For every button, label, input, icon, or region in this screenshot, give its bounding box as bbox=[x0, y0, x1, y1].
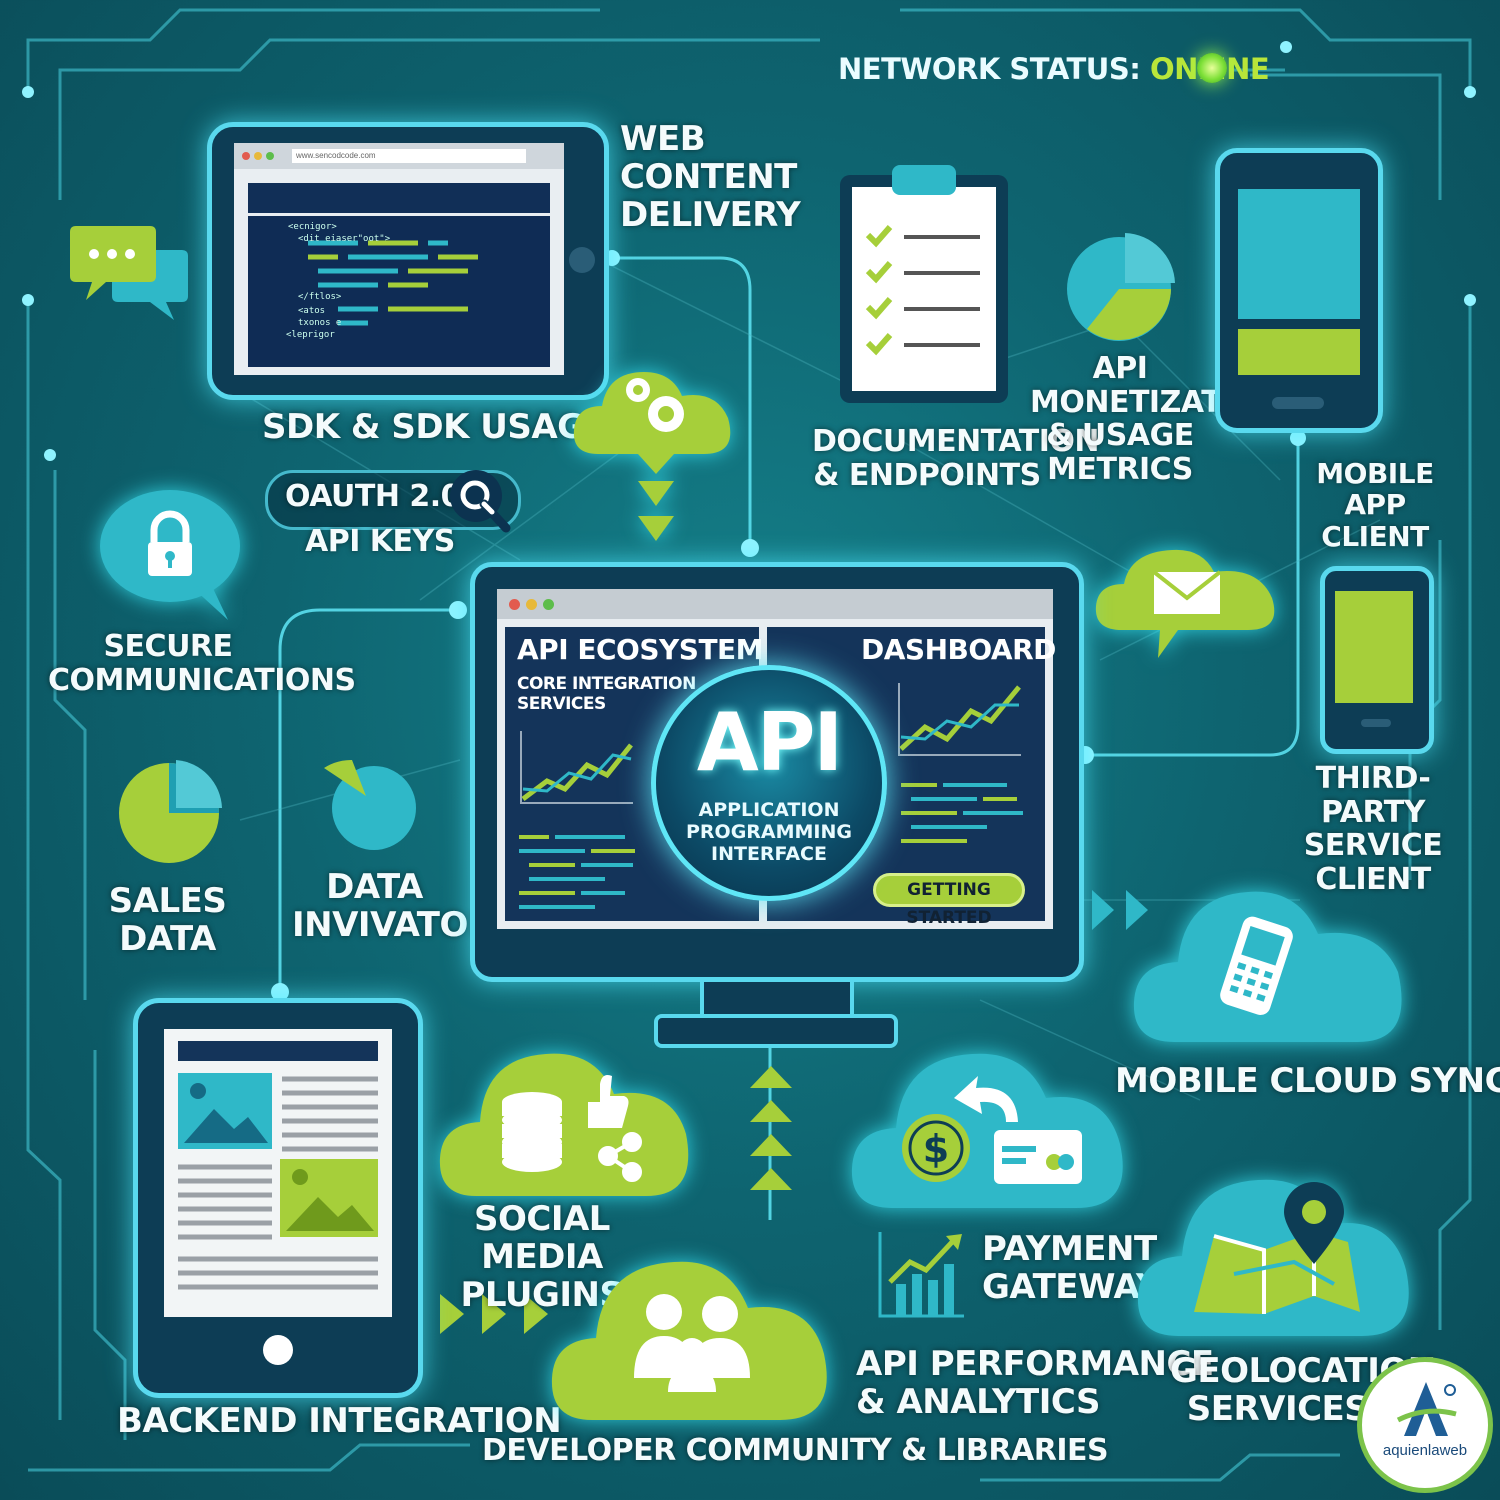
panel-subtitle-core-services: CORE INTEGRATION SERVICES bbox=[517, 674, 696, 714]
getting-started-button[interactable]: GETTING STARTED bbox=[873, 873, 1025, 928]
code-line-3: </ftlos> bbox=[298, 292, 342, 302]
dashboard-titlebar bbox=[497, 589, 1053, 619]
api-orb-title: API bbox=[696, 696, 843, 789]
maximize-dot-icon[interactable] bbox=[543, 599, 554, 610]
label-mobile-cloud-sync: MOBILE CLOUD SYNC bbox=[1115, 1061, 1500, 1101]
sales-pie-icon bbox=[119, 760, 222, 863]
api-orb: API APPLICATION PROGRAMMING INTERFACE bbox=[651, 665, 887, 901]
label-api-performance: API PERFORMANCE & ANALYTICS bbox=[856, 1344, 1214, 1423]
code-line-4: <atos bbox=[298, 306, 325, 316]
status-led-icon bbox=[1197, 53, 1227, 83]
mobile-cloud-icon bbox=[1133, 891, 1402, 1042]
url-bar[interactable]: www.sencodcode.com bbox=[292, 149, 526, 163]
code-line-1: <ecnigor> bbox=[288, 222, 337, 232]
label-third-party-client: THIRD-PARTY SERVICE CLIENT bbox=[1303, 761, 1443, 897]
backend-tablet bbox=[133, 998, 423, 1398]
growth-chart-icon bbox=[878, 1232, 964, 1318]
invivator-pie-icon bbox=[324, 759, 416, 850]
chat-bubbles-icon bbox=[70, 226, 188, 320]
label-secure-communications: SECURE COMMUNICATIONS bbox=[48, 629, 356, 698]
thumbs-up-icon bbox=[588, 1075, 629, 1128]
browser-toolbar: www.sencodcode.com bbox=[234, 143, 564, 169]
logo-mark-icon bbox=[1396, 1382, 1457, 1436]
label-sdk-usage: SDK & SDK USAGE bbox=[262, 407, 608, 447]
code-line-5: txonos e bbox=[298, 318, 341, 328]
line-chart-right bbox=[898, 683, 1021, 756]
network-status-label: NETWORK STATUS: bbox=[838, 52, 1141, 86]
svg-text:$: $ bbox=[923, 1127, 949, 1171]
label-developer-community: DEVELOPER COMMUNITY & LIBRARIES bbox=[482, 1433, 1109, 1468]
label-geolocation-services: GEOLOCATION SERVICES bbox=[1170, 1351, 1436, 1430]
code-snippet-left bbox=[519, 835, 635, 909]
code-line-6: <leprigor bbox=[286, 330, 335, 340]
label-sales-data: SALES DATA bbox=[108, 881, 227, 960]
central-monitor: API ECOSYSTEM CORE INTEGRATION SERVICES … bbox=[470, 562, 1084, 982]
monitor-stand bbox=[654, 1014, 898, 1048]
code-lines-graphic: <ecnigor> <dit eiaser"oot"> </ftlos> <at… bbox=[286, 222, 478, 340]
label-payment-gateway: PAYMENT GATEWAY bbox=[982, 1229, 1161, 1308]
third-party-phone bbox=[1320, 566, 1434, 754]
label-mobile-app-client: MOBILE APP CLIENT bbox=[1316, 457, 1434, 553]
search-icon[interactable] bbox=[448, 470, 518, 540]
panel-title-dashboard: DASHBOARD bbox=[861, 633, 1056, 666]
lock-bubble-icon bbox=[100, 490, 240, 620]
logo-text: aquienlaweb bbox=[1382, 1442, 1468, 1459]
brand-logo[interactable]: aquienlaweb bbox=[1357, 1357, 1493, 1493]
image-placeholder-icon bbox=[280, 1159, 378, 1237]
tablet-home-button bbox=[569, 247, 595, 273]
label-api-monetization: API MONETIZATION & USAGE METRICS bbox=[1030, 351, 1282, 487]
code-snippet-right bbox=[901, 783, 1023, 843]
label-backend-integration: BACKEND INTEGRATION bbox=[117, 1401, 562, 1441]
map-cloud-icon bbox=[1137, 1179, 1409, 1336]
gear-cloud-icon bbox=[573, 372, 731, 541]
sdk-tablet: www.sencodcode.com <ecnigor> <dit eiaser… bbox=[207, 122, 609, 400]
clipboard-checklist-icon bbox=[840, 165, 1008, 403]
code-editor: <ecnigor> <dit eiaser"oot"> </ftlos> <at… bbox=[248, 183, 550, 367]
api-orb-subtitle: APPLICATION PROGRAMMING INTERFACE bbox=[685, 799, 853, 865]
community-cloud-icon bbox=[551, 1261, 827, 1420]
mobile-app-phone bbox=[1215, 148, 1383, 433]
payment-cloud-icon: $ bbox=[851, 1053, 1123, 1208]
dashboard-screen: API ECOSYSTEM CORE INTEGRATION SERVICES … bbox=[497, 589, 1056, 929]
sdk-tablet-screen: www.sencodcode.com <ecnigor> <dit eiaser… bbox=[234, 143, 564, 375]
arrow-right-green-icon bbox=[440, 1294, 548, 1334]
label-data-invivator: DATA INVIVATOR bbox=[292, 867, 494, 946]
minimize-dot-icon[interactable] bbox=[526, 599, 537, 610]
minimize-dot-icon bbox=[254, 152, 262, 160]
maximize-dot-icon bbox=[266, 152, 274, 160]
label-oauth: OAUTH 2.0 / bbox=[285, 479, 482, 514]
panel-title-api-ecosystem: API ECOSYSTEM bbox=[517, 633, 764, 666]
social-cloud-icon bbox=[439, 1053, 689, 1196]
label-social-media-plugins: SOCIAL MEDIA PLUGINS bbox=[460, 1199, 624, 1316]
label-documentation-endpoints: DOCUMENTATION & ENDPOINTS bbox=[812, 424, 1100, 493]
line-chart-left bbox=[520, 731, 633, 804]
label-web-content-delivery: WEB CONTENT DELIVERY bbox=[620, 119, 801, 236]
code-line-2: <dit eiaser"oot"> bbox=[298, 234, 391, 244]
arrow-up-icon bbox=[750, 1066, 792, 1190]
tablet-home-button bbox=[263, 1335, 293, 1365]
close-dot-icon bbox=[242, 152, 250, 160]
arrow-right-icon bbox=[1092, 890, 1148, 930]
label-api-keys: API KEYS bbox=[305, 524, 455, 559]
image-placeholder-icon bbox=[178, 1073, 272, 1149]
backend-screen bbox=[164, 1029, 392, 1317]
email-cloud-icon bbox=[1095, 549, 1275, 658]
pie-chart-icon bbox=[1067, 233, 1175, 341]
close-dot-icon[interactable] bbox=[509, 599, 520, 610]
